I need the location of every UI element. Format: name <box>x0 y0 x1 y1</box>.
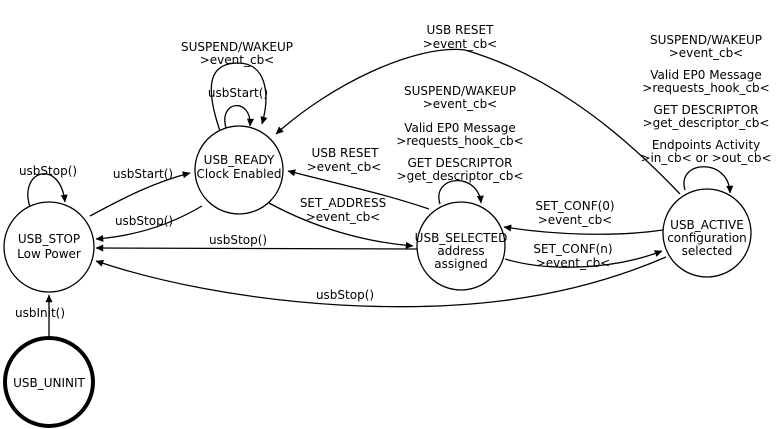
edge-label-active-self-4: >requests_hook_cb< <box>642 81 769 95</box>
state-usb-stop-label-2: Low Power <box>17 247 81 261</box>
edge-label-selected-self-4: >requests_hook_cb< <box>396 134 523 148</box>
edge-label-active-self-8: >in_cb< or >out_cb< <box>640 151 771 165</box>
edge-label-active-to-selected-2: >event_cb< <box>538 213 613 227</box>
edge-selected-to-active <box>504 250 663 268</box>
edge-label-active-to-selected-1: SET_CONF(0) <box>535 199 614 213</box>
edge-stop-self-loop <box>27 173 68 208</box>
edge-active-self-loop <box>683 166 734 194</box>
state-usb-uninit-circle <box>3 336 95 428</box>
edge-stop-to-ready <box>89 171 191 217</box>
edge-label-selected-self-3: Valid EP0 Message <box>404 121 516 135</box>
edge-label-active-to-ready-1: USB RESET <box>427 23 495 37</box>
edge-active-to-selected <box>503 224 664 235</box>
edge-label-active-to-stop: usbStop() <box>316 288 374 302</box>
edge-label-active-to-ready-2: >event_cb< <box>423 37 498 51</box>
state-usb-selected-label-1: USB_SELECTED <box>415 231 508 245</box>
edge-ready-to-selected <box>268 202 414 249</box>
edge-label-selected-self-1: SUSPEND/WAKEUP <box>404 84 516 98</box>
edge-label-selected-to-stop: usbStop() <box>209 233 267 247</box>
edge-label-usbinit: usbInit() <box>15 306 65 320</box>
edge-label-selected-to-active-2: >event_cb< <box>536 256 611 270</box>
state-usb-selected-label-2: address <box>437 244 484 258</box>
transitions <box>27 48 734 337</box>
state-usb-stop-circle <box>3 201 95 293</box>
edge-label-active-self-7: Endpoints Activity <box>652 138 760 152</box>
edge-label-active-self-3: Valid EP0 Message <box>650 68 762 82</box>
edge-ready-to-stop <box>95 205 203 242</box>
state-usb-active-label-2: configuration <box>667 231 747 245</box>
state-usb-ready: USB_READY Clock Enabled <box>194 125 284 215</box>
state-usb-active-label-3: selected <box>682 244 733 258</box>
transition-labels: usbInit() usbStop() usbStart() usbStop()… <box>15 23 772 320</box>
edge-label-ready-to-selected-2: >event_cb< <box>306 210 381 224</box>
edge-label-ready-self-start: usbStart() <box>208 86 268 100</box>
edge-label-active-self-5: GET DESCRIPTOR <box>653 103 758 117</box>
state-usb-selected-circle <box>416 201 506 291</box>
edge-label-active-self-1: SUSPEND/WAKEUP <box>650 33 762 47</box>
edge-selected-to-ready <box>287 169 430 210</box>
edge-label-stop-to-ready: usbStart() <box>113 167 173 181</box>
edge-label-selected-self-2: >event_cb< <box>423 97 498 111</box>
state-usb-active-label-1: USB_ACTIVE <box>670 218 744 232</box>
edge-label-ready-to-stop: usbStop() <box>115 214 173 228</box>
state-usb-selected: USB_SELECTED address assigned <box>415 201 508 291</box>
edge-active-to-stop <box>95 256 667 308</box>
edge-label-selected-to-ready-1: USB RESET <box>312 146 380 160</box>
state-usb-selected-label-3: assigned <box>434 257 487 271</box>
edge-label-selected-self-6: >get_descriptor_cb< <box>397 169 524 183</box>
edge-ready-self-start-loop <box>224 104 254 129</box>
edge-label-active-self-6: >get_descriptor_cb< <box>643 116 770 130</box>
state-usb-active-circle <box>662 188 752 278</box>
edge-label-selected-to-ready-2: >event_cb< <box>307 160 382 174</box>
state-usb-uninit: USB_UNINIT <box>3 336 95 428</box>
edge-label-ready-to-selected-1: SET_ADDRESS <box>300 196 386 210</box>
edge-label-ready-self-suspend-2: >event_cb< <box>200 53 275 67</box>
edge-label-selected-to-active-1: SET_CONF(n) <box>533 242 612 256</box>
state-usb-ready-label-1: USB_READY <box>204 153 275 167</box>
state-usb-stop: USB_STOP Low Power <box>3 201 95 293</box>
state-usb-stop-label-1: USB_STOP <box>18 232 80 246</box>
edge-label-selected-self-5: GET DESCRIPTOR <box>407 156 512 170</box>
edge-selected-to-stop <box>95 244 418 252</box>
edge-selected-self-loop <box>438 179 484 205</box>
edge-active-to-ready <box>275 48 681 195</box>
edge-label-stop-self: usbStop() <box>19 164 77 178</box>
state-usb-uninit-label: USB_UNINIT <box>13 376 85 390</box>
state-usb-ready-circle <box>194 125 284 215</box>
state-usb-active: USB_ACTIVE configuration selected <box>662 188 752 278</box>
state-usb-ready-label-2: Clock Enabled <box>197 167 282 181</box>
edge-label-active-self-2: >event_cb< <box>669 46 744 60</box>
edge-label-ready-self-suspend-1: SUSPEND/WAKEUP <box>181 40 293 54</box>
edge-ready-self-suspend-loop <box>210 62 268 132</box>
